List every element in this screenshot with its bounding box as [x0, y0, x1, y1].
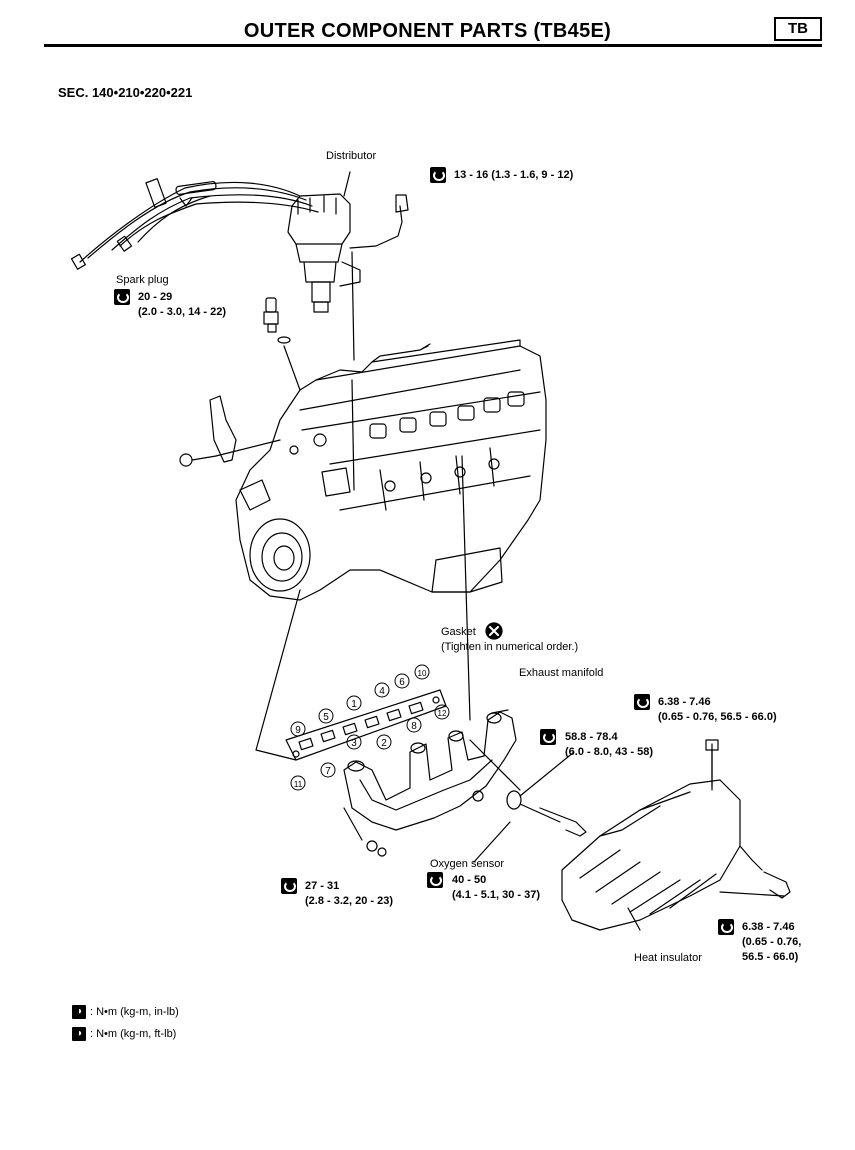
sequence-number-labels: 1 2 3 4 5 6 7 8 9 10 11 12: [294, 669, 447, 789]
torque-wrench-icon: ◑: [72, 1005, 86, 1020]
distributor-bolt-torque: 13 - 16 (1.3 - 1.6, 9 - 12): [454, 169, 574, 181]
distributor-label: Distributor: [326, 150, 377, 162]
torque-wrench-icon: [430, 167, 446, 183]
torque-wrench-icon: [634, 694, 650, 710]
engine-bracket: [179, 395, 281, 467]
sequence-7: 7: [325, 766, 331, 777]
page-title: OUTER COMPONENT PARTS (TB45E): [243, 20, 612, 42]
gasket-note: (Tighten in numerical order.): [441, 641, 579, 653]
spark-plug: [263, 297, 301, 391]
ignition-wires: [70, 178, 319, 270]
heat-insulator-label: Heat insulator: [634, 952, 702, 964]
insulator-top-torque-units: (0.65 - 0.76, 56.5 - 66.0): [658, 711, 777, 723]
manifold-stud-torque-units: (6.0 - 8.0, 43 - 58): [565, 746, 654, 758]
torque-wrench-icon: [281, 878, 297, 894]
sequence-12: 12: [438, 709, 447, 718]
torque-wrench-icon: [540, 729, 556, 745]
torque-wrench-icon: ◑: [72, 1027, 86, 1042]
torque-wrench-icon: [114, 289, 130, 305]
spark-plug-torque-units: (2.0 - 3.0, 14 - 22): [138, 306, 227, 318]
legend-in-lb-text: : N•m (kg-m, in-lb): [90, 1006, 179, 1018]
sequence-5: 5: [323, 712, 329, 723]
spark-plug-label: Spark plug: [116, 274, 169, 286]
sequence-9: 9: [295, 725, 301, 736]
gasket-replace-icon: [485, 622, 503, 640]
oxygen-sensor-torque-units: (4.1 - 5.1, 30 - 37): [452, 889, 541, 901]
manifold-nut-torque-units: (2.8 - 3.2, 20 - 23): [305, 895, 394, 907]
section-tab-badge: TB: [774, 17, 822, 41]
sequence-2: 2: [381, 738, 387, 749]
sequence-4: 4: [379, 686, 385, 697]
sequence-10: 10: [418, 669, 427, 678]
sequence-8: 8: [411, 721, 417, 732]
exhaust-manifold-label: Exhaust manifold: [519, 667, 604, 679]
oxygen-sensor: [506, 790, 587, 837]
legend-ft-lb-text: : N•m (kg-m, ft-lb): [90, 1028, 177, 1040]
torque-wrench-icon: [718, 919, 734, 935]
insulator-top-torque-value: 6.38 - 7.46: [658, 696, 711, 708]
sequence-1: 1: [351, 699, 357, 710]
engine-block: [235, 339, 547, 601]
sequence-3: 3: [351, 738, 357, 749]
section-reference: SEC. 140•210•220•221: [58, 85, 193, 100]
sequence-6: 6: [399, 677, 405, 688]
exhaust-manifold-gasket: [285, 689, 447, 761]
heat-insulator: [561, 739, 791, 931]
insulator-side-torque-units-1: (0.65 - 0.76,: [742, 936, 802, 948]
manifold-nut: [366, 840, 387, 857]
legend-ft-lb: ◑ : N•m (kg-m, ft-lb): [72, 1026, 176, 1042]
oxygen-sensor-label: Oxygen sensor: [430, 858, 504, 870]
manifold-stud-torque-value: 58.8 - 78.4: [565, 731, 618, 743]
torque-wrench-icon: [427, 872, 443, 888]
insulator-side-torque-value: 6.38 - 7.46: [742, 921, 795, 933]
gasket-label: Gasket: [441, 626, 476, 638]
distributor: [287, 193, 409, 491]
exhaust-manifold: [343, 711, 521, 831]
spark-plug-torque-value: 20 - 29: [138, 291, 173, 303]
tightening-sequence: [290, 664, 450, 791]
title-rule: [44, 44, 822, 47]
leader-lines: [255, 171, 785, 931]
manifold-nut-torque-value: 27 - 31: [305, 880, 340, 892]
sequence-11: 11: [294, 780, 303, 789]
insulator-side-torque-units-2: 56.5 - 66.0): [742, 951, 799, 963]
legend-in-lb: ◑ : N•m (kg-m, in-lb): [72, 1004, 179, 1020]
oxygen-sensor-torque-value: 40 - 50: [452, 874, 487, 886]
